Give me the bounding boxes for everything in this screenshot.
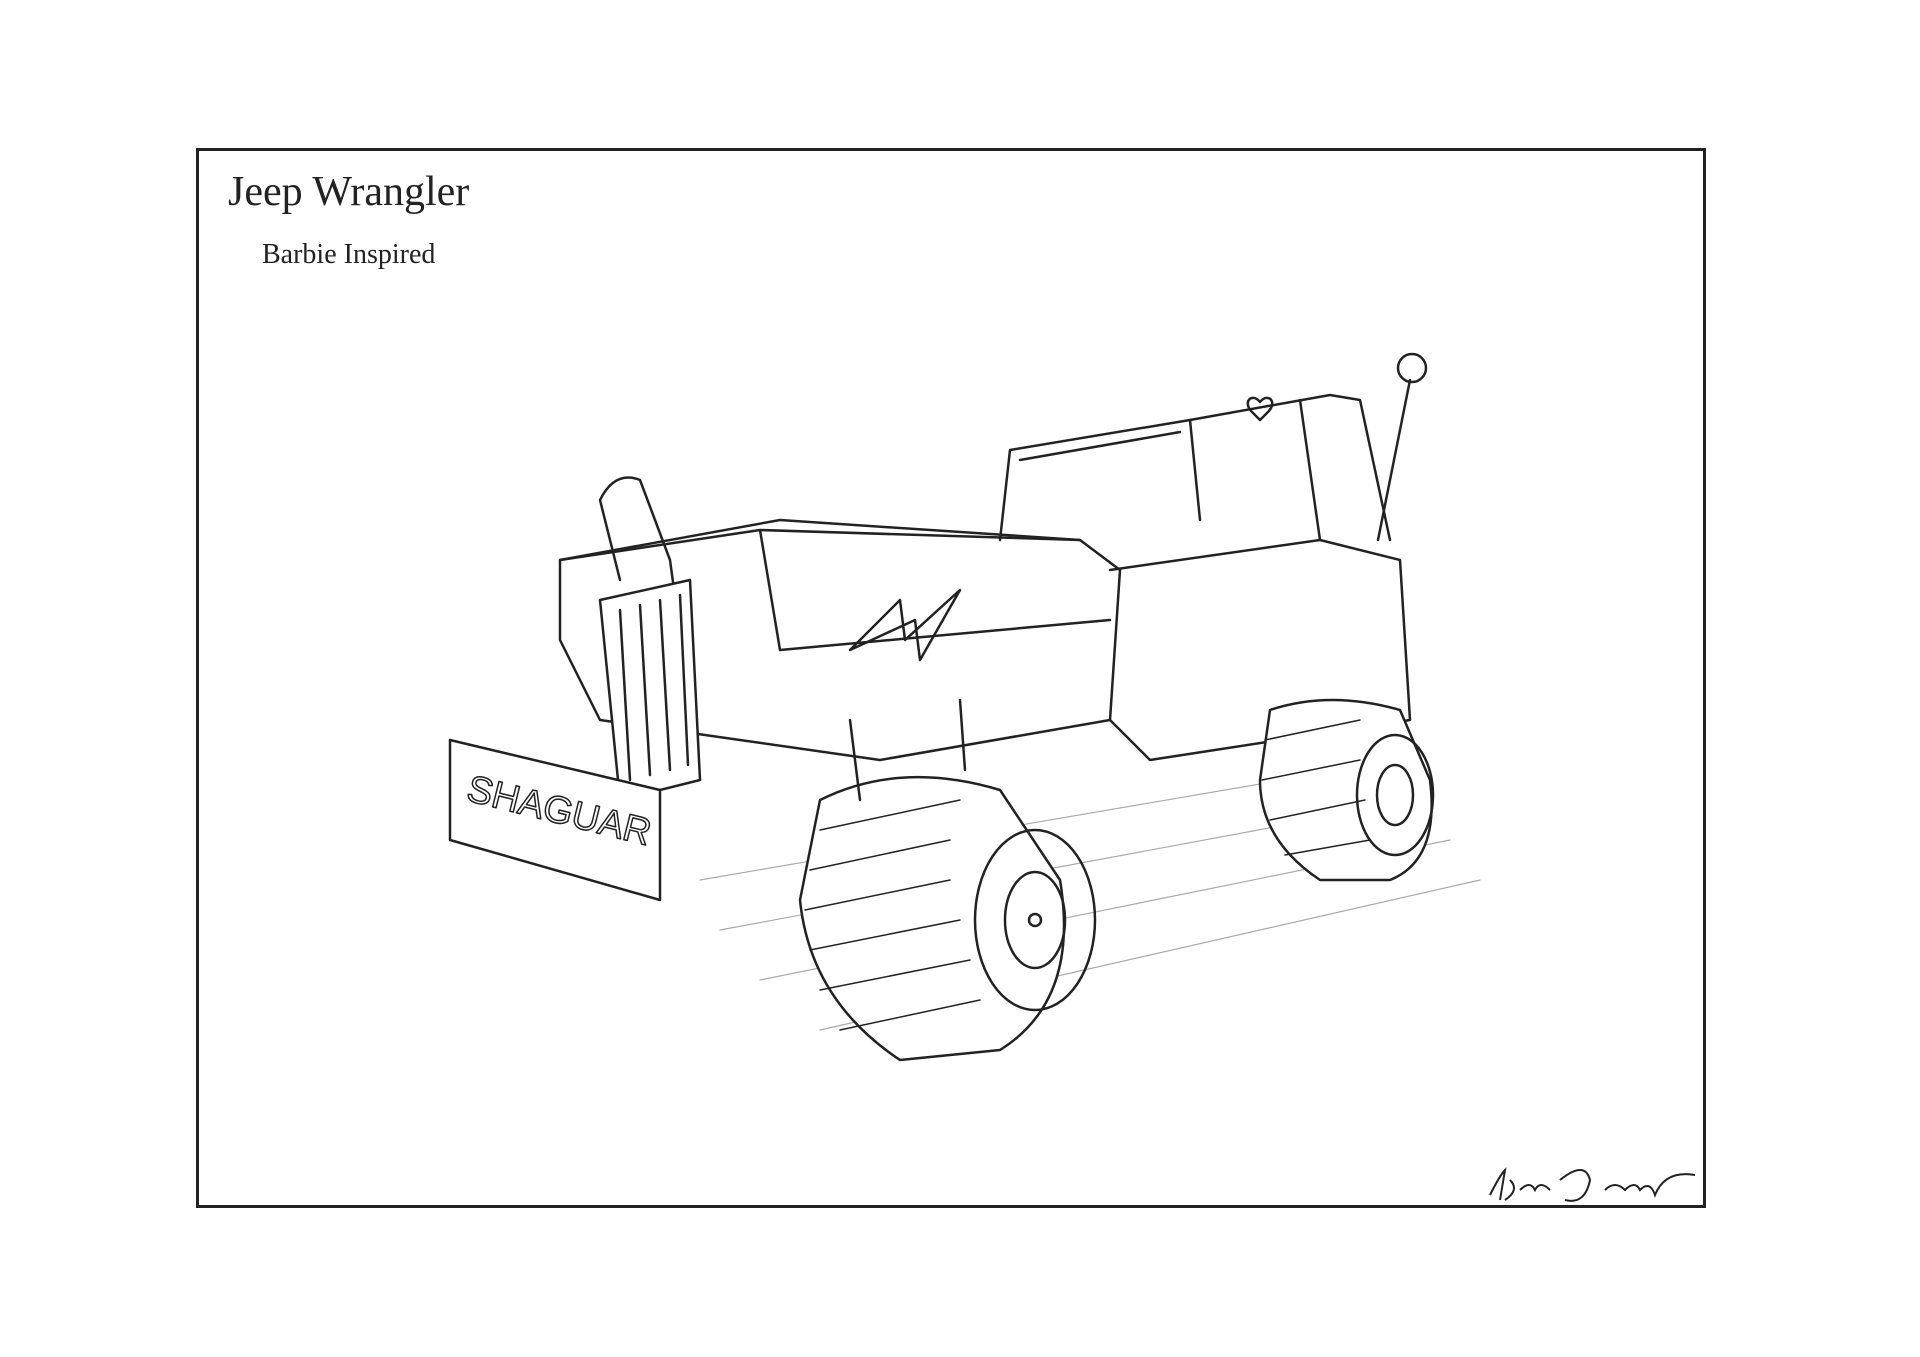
antenna [1376,378,1412,542]
hood [558,518,1112,652]
drawing-frame [196,148,1706,1208]
shock-absorbers [848,698,967,802]
grille [598,578,702,802]
windshield [998,418,1202,542]
roll-bar [1188,393,1392,542]
rear-wheel [1258,698,1435,882]
heart-ornament [1246,396,1274,422]
drawing-title: Jeep Wrangler [228,169,470,215]
front-wheel [798,775,1097,1062]
artist-signature [1489,1167,1696,1202]
lightning-decal [848,588,962,662]
antenna-pompom [1396,352,1428,384]
drawing-subtitle: Barbie Inspired [262,239,436,270]
rear-body [1108,538,1412,762]
grille-guard [598,476,702,782]
front-bumper [448,738,662,902]
ground-shadow [699,759,1481,1031]
